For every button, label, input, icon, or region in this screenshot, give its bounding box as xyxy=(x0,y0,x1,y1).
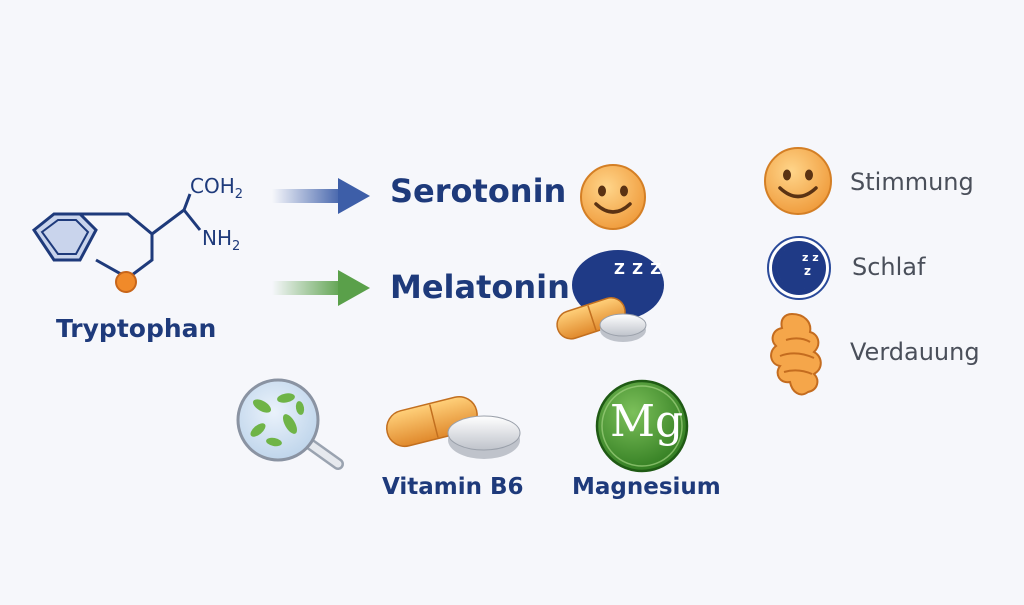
carboxyl-group-text: COH xyxy=(190,174,235,198)
melatonin-tablet-icon xyxy=(599,313,647,342)
capsule-tablet-icon xyxy=(386,395,521,459)
amino-subscript: 2 xyxy=(232,239,241,254)
smiley-icon xyxy=(580,164,646,230)
melatonin-arrow xyxy=(272,270,370,306)
melatonin-pill-icon xyxy=(556,297,626,340)
legend-stimmung-label: Stimmung xyxy=(850,168,974,196)
legend-smiley-icon xyxy=(764,147,832,215)
magnesium-label: Magnesium xyxy=(572,474,721,500)
legend-schlaf-label: Schlaf xyxy=(852,253,926,281)
carboxyl-subscript: 2 xyxy=(234,187,244,202)
tryptophan-structure: COH2 NH2 xyxy=(20,160,260,310)
legend-intestine-icon xyxy=(770,312,822,396)
magnesium-symbol: Mg xyxy=(610,396,684,447)
melatonin-label: Melatonin xyxy=(390,268,570,306)
bacteria-magnifier-icon xyxy=(236,378,344,470)
amino-group-text: NH xyxy=(202,226,232,250)
serotonin-arrow xyxy=(272,178,370,214)
legend-verdauung-label: Verdauung xyxy=(850,338,980,366)
serotonin-label: Serotonin xyxy=(390,172,567,210)
magnesium-icon xyxy=(595,379,689,473)
tryptophan-label: Tryptophan xyxy=(56,314,217,343)
zzz-text: Z Z Z xyxy=(614,260,663,278)
vitamin-b6-label: Vitamin B6 xyxy=(382,474,524,500)
melatonin-visual: Z Z Z xyxy=(552,248,682,348)
svg-text:z: z xyxy=(804,264,811,278)
legend-moon-icon: z z z xyxy=(767,236,831,300)
amino-group: NH2 xyxy=(202,226,240,254)
svg-text:z z: z z xyxy=(802,251,819,264)
carboxyl-group: COH2 xyxy=(190,174,243,202)
tryptophan-molecule-icon xyxy=(31,193,202,293)
